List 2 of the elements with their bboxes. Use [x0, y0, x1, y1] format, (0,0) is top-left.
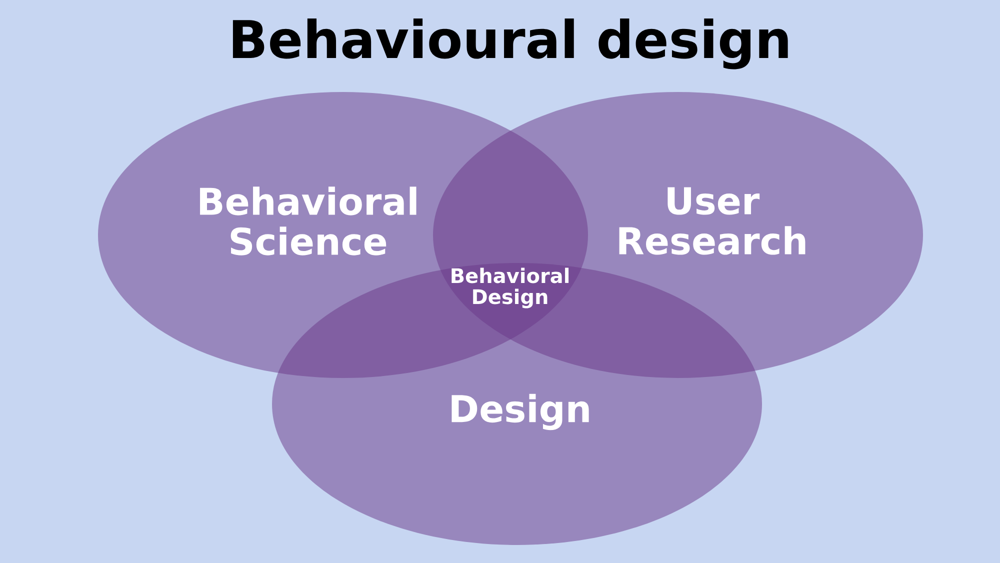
title: Behavioural design [232, 18, 788, 70]
region-label: Behavioral Design [452, 268, 569, 308]
